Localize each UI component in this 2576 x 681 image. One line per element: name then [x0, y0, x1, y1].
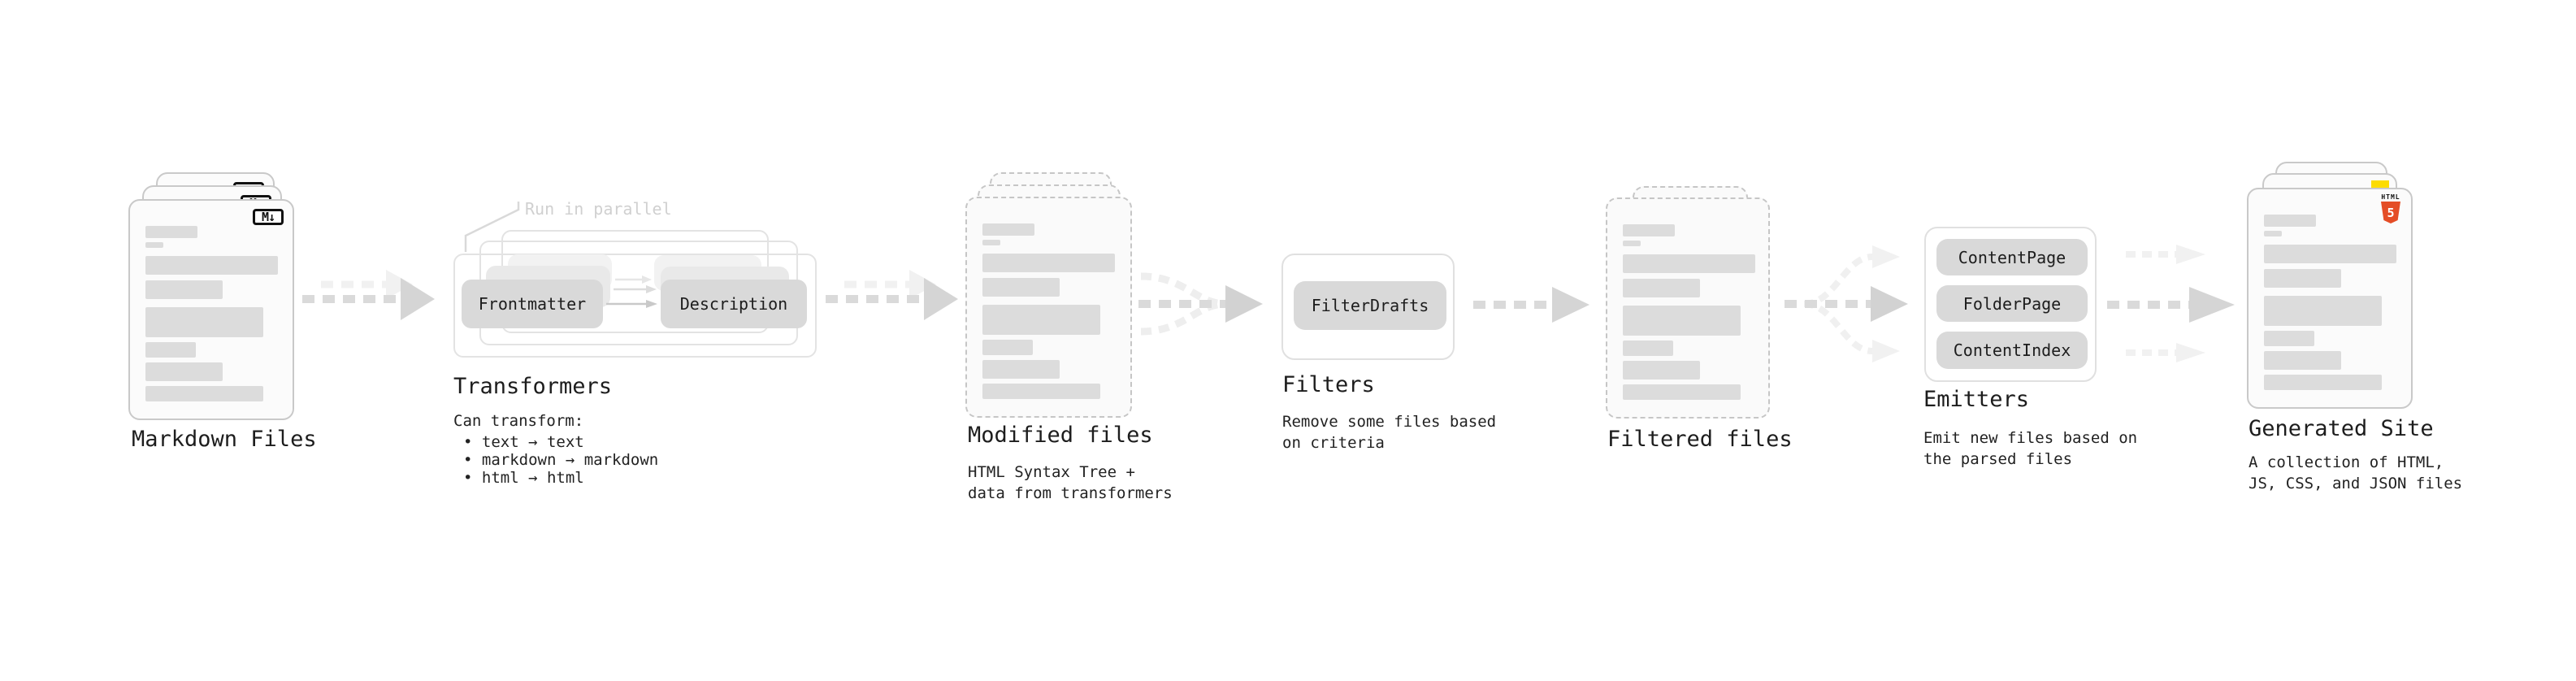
text-placeholder-bar	[1623, 384, 1741, 400]
generated-site-description: A collection of HTML, JS, CSS, and JSON …	[2249, 453, 2463, 492]
html5-icon-number: 5	[2387, 205, 2395, 220]
stage-label-transformers: Transformers	[453, 374, 613, 399]
transformers-bullet-list: • text → text • markdown → markdown • ht…	[463, 433, 658, 487]
transform-arrow-front	[606, 300, 657, 308]
text-placeholder-bar	[982, 278, 1060, 297]
text-placeholder-bar	[2264, 331, 2314, 346]
text-placeholder-bar	[1623, 279, 1700, 297]
stage-label-modified-files: Modified files	[968, 423, 1153, 448]
markdown-icon: M↓	[253, 209, 284, 225]
text-placeholder-bar	[2264, 231, 2282, 236]
text-placeholder-bar	[982, 384, 1100, 399]
text-placeholder-bar	[1623, 361, 1700, 380]
content-index-pill: ContentIndex	[1936, 332, 2088, 369]
filtered-file-card-front	[1606, 197, 1770, 419]
text-placeholder-bar	[982, 254, 1115, 272]
bullet-item: • html → html	[463, 469, 584, 487]
stage-label-filters: Filters	[1282, 372, 1375, 397]
arrow-filtered-to-emitters-split	[1785, 245, 1908, 362]
run-in-parallel-annotation: Run in parallel	[525, 199, 672, 219]
text-placeholder-bar	[1623, 241, 1641, 246]
text-placeholder-bar	[2264, 296, 2382, 326]
text-placeholder-bar	[145, 242, 163, 248]
text-placeholder-bar	[982, 360, 1060, 379]
transformer-box-front	[453, 254, 817, 358]
bullet-item: • text → text	[463, 433, 584, 451]
emitters-box: ContentPage FolderPage ContentIndex	[1924, 227, 2097, 382]
arrow-markdown-to-transformers	[302, 270, 435, 320]
html5-icon-label: HTML	[2381, 193, 2400, 201]
arrow-emitter-middle	[2107, 287, 2235, 323]
stage-label-emitters: Emitters	[1923, 387, 2030, 412]
modified-files-description: HTML Syntax Tree + data from transformer…	[968, 463, 1173, 502]
text-placeholder-bar	[145, 226, 197, 238]
arrow-emitter-top	[2126, 245, 2205, 264]
arrow-modified-to-filters-merge	[1138, 272, 1263, 336]
description-pill: Description	[661, 280, 807, 328]
arrow-filters-to-filtered	[1473, 287, 1589, 323]
folder-page-pill: FolderPage	[1936, 285, 2088, 322]
transformers-description-title: Can transform:	[453, 412, 584, 430]
filter-drafts-pill: FilterDrafts	[1294, 281, 1446, 330]
transform-arrow-back	[615, 275, 652, 284]
html5-icon: HTML 5	[2380, 193, 2401, 223]
transform-arrow-middle	[614, 285, 657, 293]
stage-label-generated-site: Generated Site	[2249, 416, 2434, 441]
text-placeholder-bar	[1623, 340, 1673, 356]
text-placeholder-bar	[982, 340, 1033, 355]
text-placeholder-bar	[2264, 351, 2341, 370]
text-placeholder-bar	[982, 305, 1100, 335]
text-placeholder-bar	[145, 386, 263, 401]
text-placeholder-bar	[1623, 306, 1741, 336]
js-icon	[2371, 180, 2389, 188]
stage-label-markdown-files: Markdown Files	[132, 427, 317, 452]
emitters-description: Emit new files based on the parsed files	[1923, 429, 2138, 468]
text-placeholder-bar	[2264, 269, 2341, 288]
arrow-transformers-to-modified	[826, 270, 958, 320]
modified-file-card-front	[965, 197, 1132, 418]
text-placeholder-bar	[2264, 375, 2382, 390]
filters-box: FilterDrafts	[1281, 254, 1455, 360]
text-placeholder-bar	[982, 240, 1000, 245]
filters-description: Remove some files based on criteria	[1282, 413, 1497, 452]
markdown-file-card-front: M↓	[128, 199, 294, 420]
text-placeholder-bar	[2264, 215, 2316, 227]
text-placeholder-bar	[145, 256, 278, 275]
text-placeholder-bar	[1623, 224, 1675, 236]
stage-label-filtered-files: Filtered files	[1607, 427, 1793, 452]
arrow-emitter-bottom	[2126, 343, 2205, 362]
html5-icon-shield: 5	[2381, 202, 2400, 223]
text-placeholder-bar	[145, 280, 223, 299]
content-page-pill: ContentPage	[1936, 239, 2088, 275]
text-placeholder-bar	[982, 223, 1034, 236]
text-placeholder-bar	[1623, 254, 1755, 273]
text-placeholder-bar	[145, 362, 223, 381]
text-placeholder-bar	[145, 307, 263, 337]
generated-file-card-html: HTML 5	[2247, 188, 2413, 409]
frontmatter-pill: Frontmatter	[462, 280, 603, 328]
text-placeholder-bar	[2264, 245, 2396, 263]
run-in-parallel-connector-line	[464, 202, 520, 252]
bullet-item: • markdown → markdown	[463, 451, 659, 469]
text-placeholder-bar	[145, 342, 196, 358]
